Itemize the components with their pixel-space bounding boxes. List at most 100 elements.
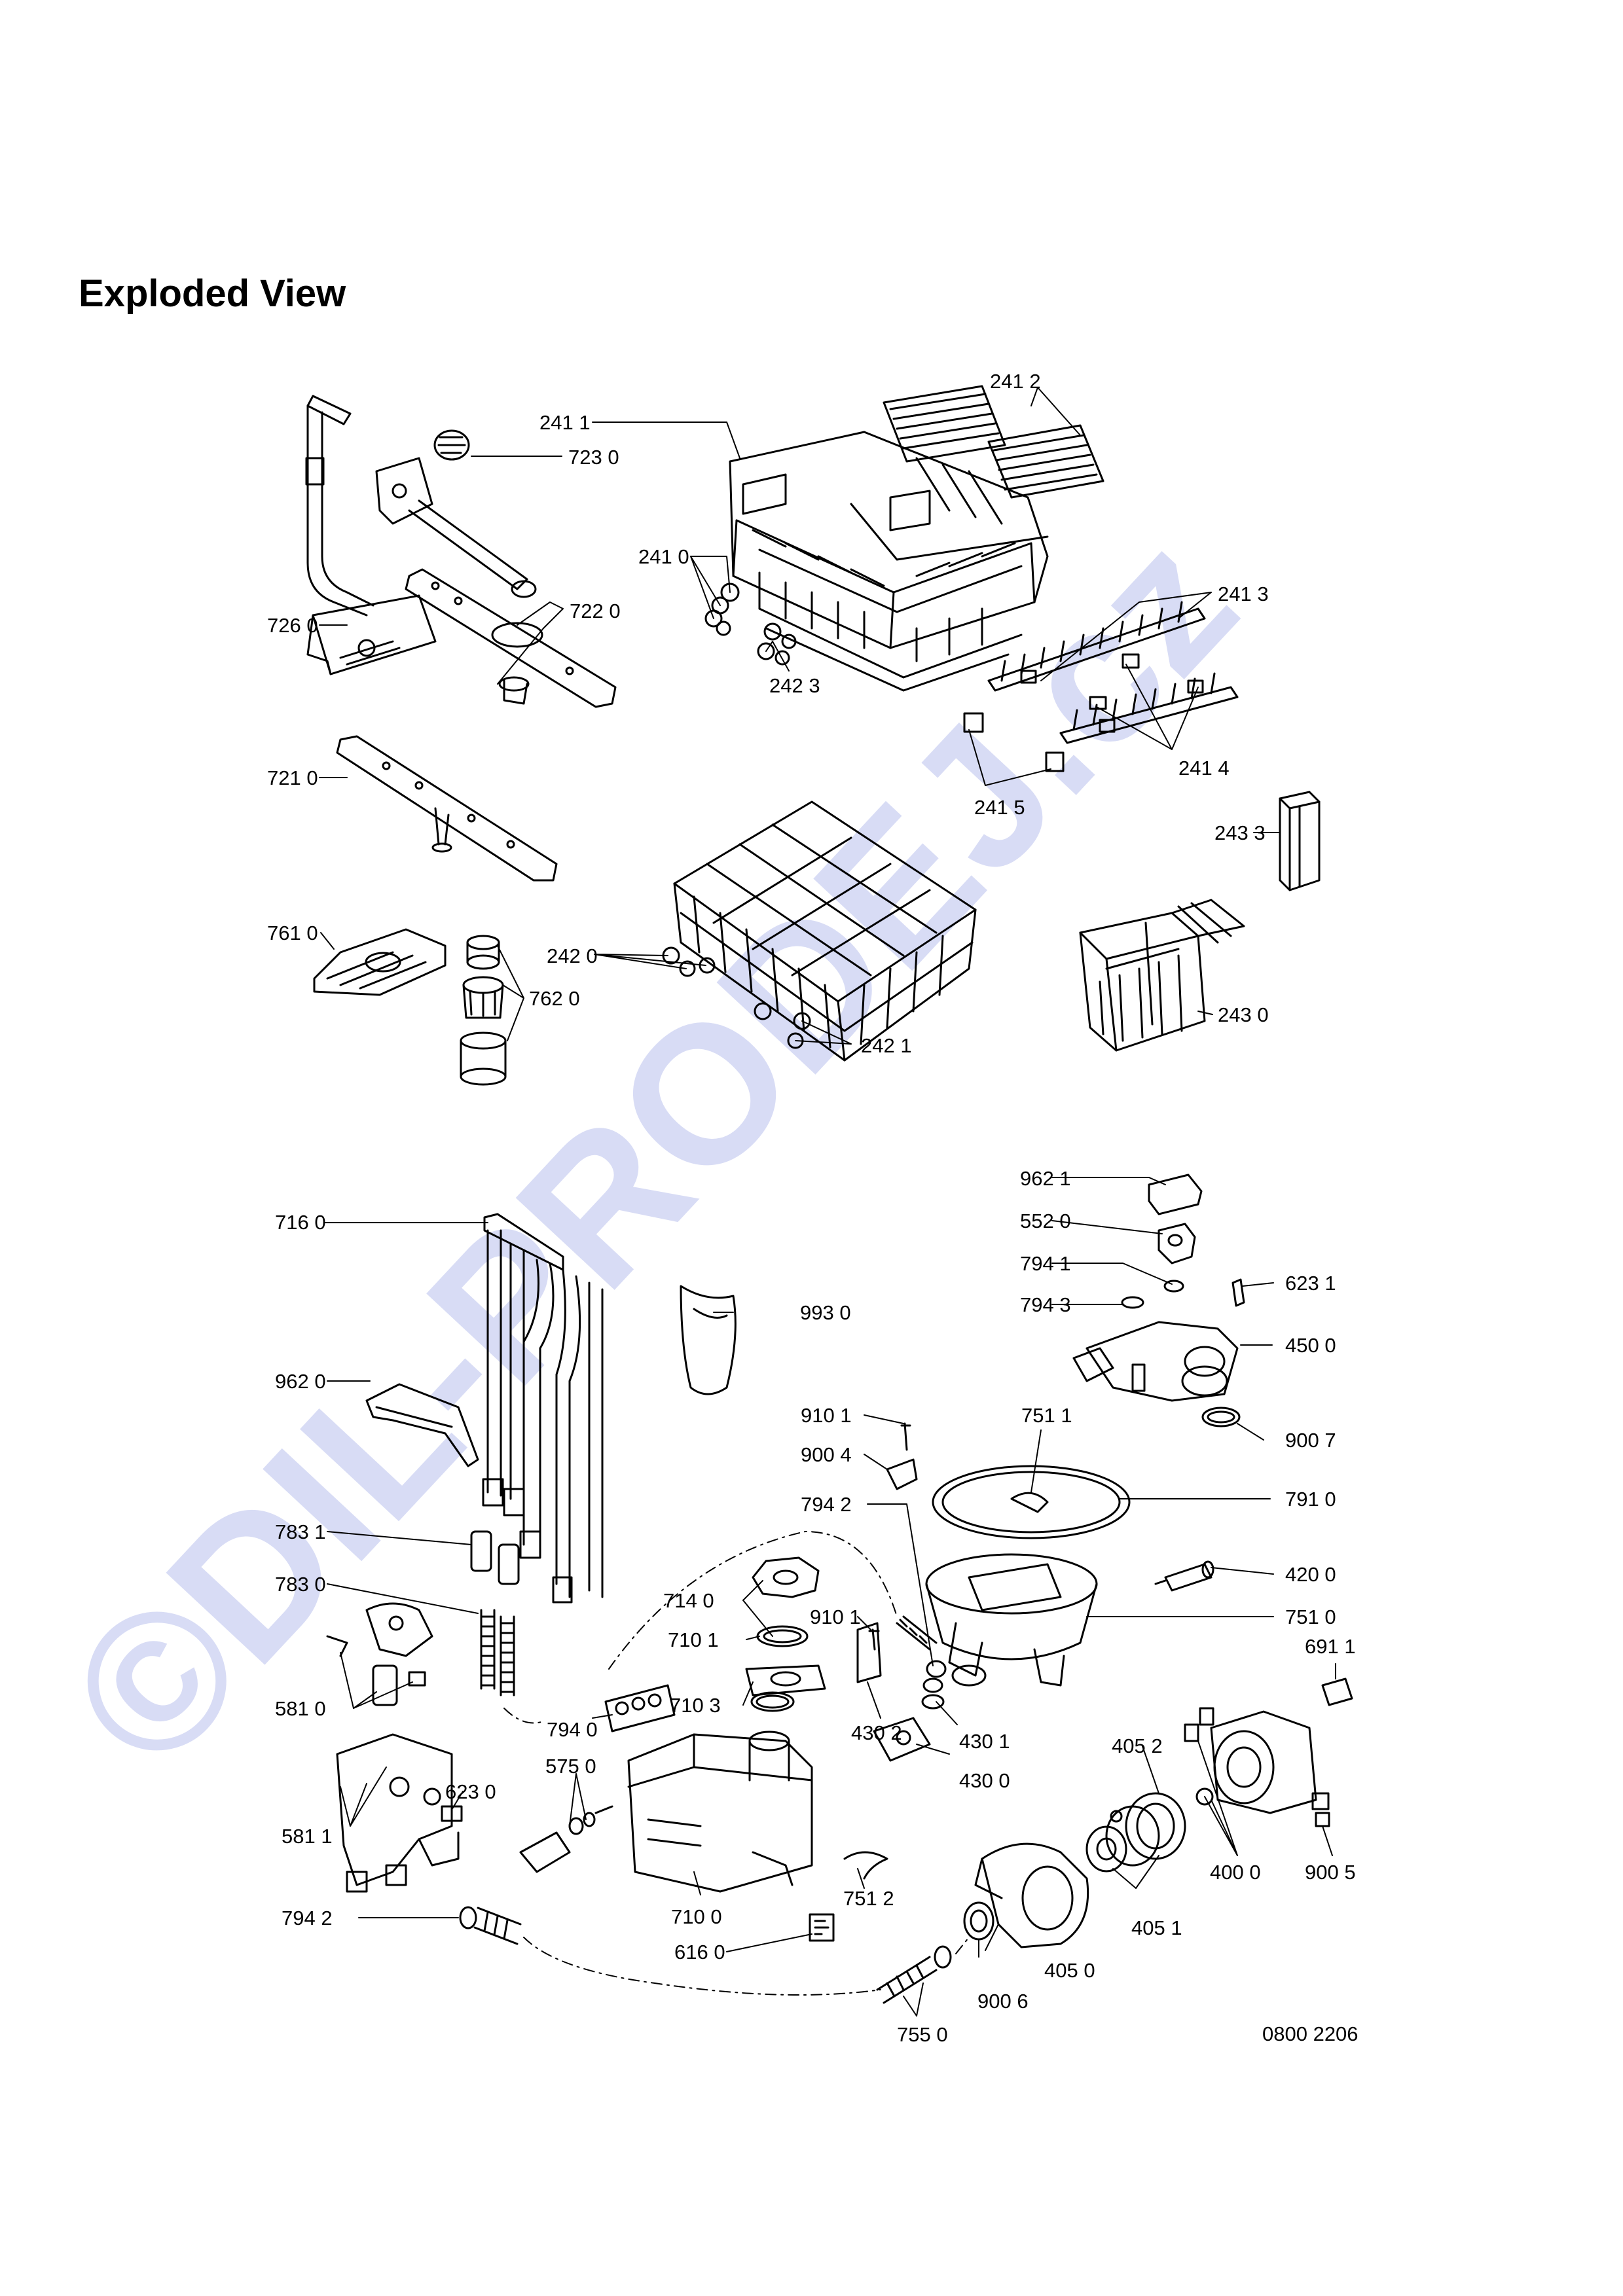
control-cover-part	[1148, 1174, 1203, 1215]
part-label: 791 0	[1285, 1488, 1336, 1511]
assembly-dash-lines	[503, 1531, 970, 1996]
folding-tine-racks-part	[987, 601, 1239, 744]
valve-body-part	[336, 1733, 460, 1893]
part-label: 755 0	[897, 2023, 948, 2046]
connecting-hose-part	[896, 1615, 947, 1678]
part-label: 714 0	[663, 1589, 714, 1612]
part-label: 242 1	[861, 1034, 912, 1057]
hose-clamp-part	[1201, 1407, 1241, 1427]
lower-basket-part	[673, 800, 977, 1062]
part-label: 794 1	[1020, 1252, 1071, 1275]
pump-housing-part	[974, 1842, 1089, 1948]
part-label: 575 0	[545, 1755, 596, 1778]
filter-assembly-part	[460, 935, 507, 1086]
part-label: 420 0	[1285, 1563, 1336, 1586]
part-label: 751 2	[843, 1887, 894, 1910]
part-label: 623 0	[445, 1780, 496, 1803]
hose-connector-part	[470, 1530, 520, 1585]
small-seals-part	[604, 1684, 676, 1732]
part-label: 243 3	[1214, 821, 1266, 844]
sump-housing-part	[627, 1691, 813, 1893]
part-label: 751 0	[1285, 1605, 1336, 1628]
part-label: 405 1	[1131, 1916, 1182, 1939]
part-label: 581 0	[275, 1697, 326, 1720]
basket-stopper-part	[757, 622, 797, 666]
water-manifold-part	[1072, 1321, 1239, 1402]
cutlery-basket-part	[1079, 899, 1245, 1052]
part-label: 616 0	[674, 1941, 725, 1964]
screw-and-clip-part	[868, 1422, 918, 1651]
label-plate-part	[809, 1913, 835, 1942]
sensor-part	[1231, 1278, 1245, 1307]
pressure-switch-part	[1158, 1223, 1196, 1265]
spray-arm-supply-pipe-part	[305, 395, 437, 675]
part-label: 723 0	[568, 446, 619, 469]
part-label: 405 2	[1112, 1734, 1163, 1757]
drain-hose-part	[876, 1945, 952, 2004]
part-label: 623 1	[1285, 1272, 1336, 1295]
part-label: 962 0	[275, 1370, 326, 1393]
upper-spray-arm-part	[405, 568, 617, 708]
part-label: 710 1	[668, 1628, 719, 1651]
part-label: 783 0	[275, 1573, 326, 1596]
sump-bowl-part	[925, 1553, 1098, 1687]
part-label: 900 4	[801, 1443, 852, 1466]
upper-basket-part	[729, 431, 1049, 692]
leader-lines	[319, 387, 1336, 2017]
spray-nozzle-cap-part	[433, 429, 470, 461]
part-label: 794 3	[1020, 1293, 1071, 1316]
part-label: 430 2	[851, 1721, 902, 1744]
part-label: 241 4	[1178, 757, 1230, 780]
sensor-clip-part	[441, 1805, 463, 1822]
part-label: 721 0	[267, 766, 318, 789]
part-label: 241 3	[1218, 583, 1269, 605]
part-label: 900 5	[1305, 1861, 1356, 1884]
part-label: 762 0	[529, 987, 580, 1010]
part-label: 710 3	[670, 1694, 721, 1717]
part-label: 241 1	[539, 411, 591, 434]
sump-nut-part	[752, 1556, 820, 1598]
part-label: 794 2	[801, 1493, 852, 1516]
part-label: 794 2	[282, 1907, 333, 1929]
page-title: Exploded View	[79, 272, 346, 315]
part-label: 710 0	[671, 1905, 722, 1928]
sump-cover-ring-part	[932, 1465, 1131, 1539]
upper-spray-arm-holder-part	[375, 457, 537, 598]
top-cover-part	[365, 1383, 479, 1467]
part-label: 751 1	[1021, 1404, 1072, 1427]
part-label: 794 0	[547, 1718, 598, 1741]
rinse-aid-funnel-part	[680, 1285, 737, 1395]
part-label: 761 0	[267, 922, 318, 944]
part-label: 242 3	[769, 674, 820, 697]
inlet-nozzle-part	[519, 1805, 613, 1873]
aquastop-components-part	[856, 1622, 945, 1762]
water-inlet-valve-part	[326, 1602, 433, 1706]
o-rings-part	[1121, 1280, 1184, 1309]
corrugated-hose-part	[480, 1609, 515, 1696]
part-label: 722 0	[570, 600, 621, 622]
part-label: 993 0	[800, 1301, 851, 1324]
inlet-hose-part	[459, 1906, 522, 1945]
seal-ring-part	[745, 1664, 826, 1696]
part-label: 241 2	[990, 370, 1041, 393]
part-label: 450 0	[1285, 1334, 1336, 1357]
part-label: 900 6	[977, 1990, 1029, 2013]
lower-spray-arm-part	[336, 735, 558, 882]
part-label: 783 1	[275, 1520, 326, 1543]
heater-element-part	[1154, 1560, 1214, 1592]
part-label: 716 0	[275, 1211, 326, 1234]
part-label: 910 1	[810, 1605, 861, 1628]
rack-clips-part	[963, 653, 1204, 772]
spray-pipe-assembly-part	[482, 1213, 604, 1604]
part-label: 962 1	[1020, 1167, 1071, 1190]
part-label: 726 0	[267, 614, 318, 637]
part-label: 241 5	[974, 796, 1025, 819]
pump-seal-part	[963, 1901, 994, 1941]
part-label: 581 1	[282, 1825, 333, 1848]
motor-capacitor-part	[1321, 1677, 1353, 1706]
part-label: 691 1	[1305, 1635, 1356, 1658]
part-label: 910 1	[801, 1404, 852, 1427]
spring-clip-part	[843, 1851, 888, 1880]
part-label: 430 0	[959, 1769, 1010, 1792]
